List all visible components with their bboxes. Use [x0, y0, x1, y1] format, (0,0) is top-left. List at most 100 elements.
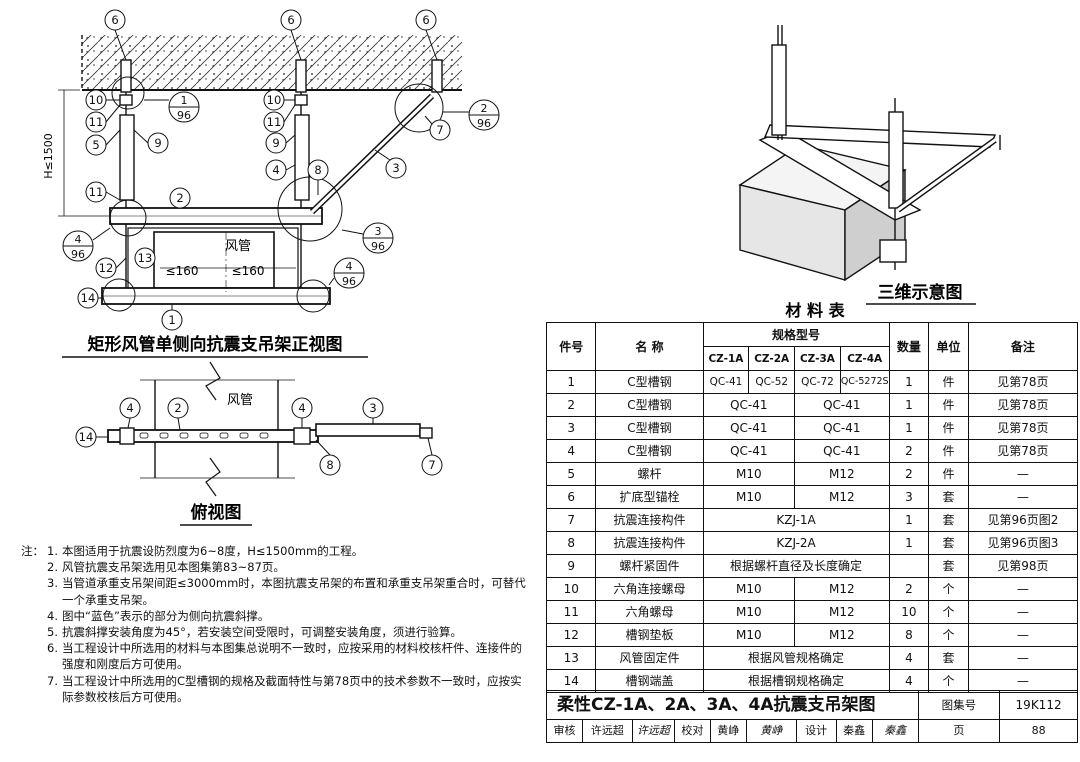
cell-no: 12 [545, 623, 597, 647]
cell-spec: QC-52 [748, 370, 796, 394]
cell-no: 11 [545, 600, 597, 624]
title-block: 柔性CZ-1A、2A、3A、4A抗震支吊架图 图集号 19K112 审核 许远超… [546, 690, 1078, 743]
front-callouts [77, 9, 451, 331]
cell-qty: 1 [888, 508, 930, 532]
table-row: 8 抗震连接构件 KZJ-2A 1 套 见第96页图3 [545, 531, 1079, 555]
ref3-bot: 96 [371, 240, 385, 253]
cell-qty: 1 [888, 393, 930, 417]
callout-8a: 8 [314, 163, 321, 177]
cell-name: 扩底型锚栓 [595, 485, 704, 509]
cell-unit: 套 [928, 485, 969, 509]
cell-name: C型槽钢 [595, 439, 704, 463]
cell-qty: 2 [888, 439, 930, 463]
ref1-top: 1 [181, 94, 188, 107]
cell-no: 8 [545, 531, 597, 555]
notes-lead: 注： [21, 544, 44, 558]
duct [127, 227, 299, 291]
cell-name: 抗震连接构件 [595, 508, 704, 532]
cell-unit: 套 [928, 554, 969, 578]
cell-spec: QC-5272S [839, 370, 890, 394]
iso-view [738, 25, 1001, 282]
cell-no: 1 [545, 370, 597, 394]
cell-remark: — [967, 462, 1079, 486]
cell-spec: QC-41 [702, 370, 750, 394]
callout-12a: 12 [99, 261, 114, 275]
table-row: 5 螺杆 M10 M12 2 件 — [545, 462, 1079, 486]
callout-6b: 6 [287, 13, 294, 27]
cell-name: 风管固定件 [595, 646, 704, 670]
dim-right: ≤160 [232, 264, 265, 278]
hdr-unit: 单位 [928, 322, 969, 371]
callout-4b: 4 [126, 401, 133, 415]
note-3: 当管道承重支吊架间距≤3000mm时，本图抗震支吊架的布置和承重支吊架重合时，可… [62, 576, 526, 607]
cell-spec: QC-41 [702, 416, 796, 440]
cell-qty: 2 [888, 577, 930, 601]
table-row: 3 C型槽钢 QC-41 QC-41 1 件 见第78页 [545, 416, 1079, 440]
cell-unit: 件 [928, 439, 969, 463]
detail-ref-labels: 1 96 2 96 3 96 4 96 4 96 [71, 94, 491, 288]
cell-name: 螺杆紧固件 [595, 554, 704, 578]
atlas-number: 19K112 [999, 690, 1078, 720]
cell-spec: QC-41 [794, 416, 890, 440]
cell-spec: 根据风管规格确定 [702, 646, 890, 670]
note-2: 风管抗震支吊架选用见本图集第83~87页。 [62, 560, 285, 575]
note-3-num: 3. [47, 576, 58, 591]
table-row: 14 槽钢端盖 根据槽钢规格确定 4 个 — [545, 669, 1079, 693]
callout-1a: 1 [168, 313, 175, 327]
cell-name: C型槽钢 [595, 393, 704, 417]
cell-no: 7 [545, 508, 597, 532]
callout-7a: 7 [436, 123, 443, 137]
cell-name: C型槽钢 [595, 416, 704, 440]
callout-14b: 14 [79, 430, 94, 444]
cell-spec: 根据螺杆直径及长度确定 [702, 554, 890, 578]
note-5-num: 5. [47, 625, 58, 640]
cell-qty: 1 [888, 416, 930, 440]
top-view [107, 361, 433, 497]
cell-no: 4 [545, 439, 597, 463]
callout-13a: 13 [138, 251, 153, 265]
callout-3a: 3 [392, 161, 399, 175]
cell-name: 槽钢垫板 [595, 623, 704, 647]
cell-no: 2 [545, 393, 597, 417]
cell-spec: M12 [794, 577, 890, 601]
cell-no: 10 [545, 577, 597, 601]
cell-remark: — [967, 646, 1079, 670]
cell-spec: M12 [794, 600, 890, 624]
cell-spec: QC-41 [702, 439, 796, 463]
note-4: 图中“蓝色”表示的部分为侧向抗震斜撑。 [62, 608, 270, 623]
cell-remark: — [967, 485, 1079, 509]
callout-2b: 2 [174, 401, 181, 415]
ceiling-slab [82, 35, 462, 90]
table-row: 6 扩底型锚栓 M10 M12 3 套 — [545, 485, 1079, 509]
cell-spec: M10 [702, 462, 796, 486]
cell-no: 3 [545, 416, 597, 440]
cell-qty: 3 [888, 485, 930, 509]
table-row: 4 C型槽钢 QC-41 QC-41 2 件 见第78页 [545, 439, 1079, 463]
review-label: 审核 [546, 719, 583, 743]
cell-remark: 见第78页 [967, 416, 1079, 440]
callout-4a: 4 [272, 163, 279, 177]
cell-spec: QC-41 [702, 393, 796, 417]
cell-qty: 8 [888, 623, 930, 647]
height-label: H≤1500 [42, 133, 55, 178]
top-callout-labels: 4 2 4 3 14 8 7 [79, 401, 436, 472]
cell-unit: 件 [928, 462, 969, 486]
callout-9a: 9 [154, 136, 161, 150]
callout-7b: 7 [428, 458, 435, 472]
cell-name: 六角连接螺母 [595, 577, 704, 601]
cell-unit: 件 [928, 370, 969, 394]
cell-spec: QC-41 [794, 439, 890, 463]
ref4b-bot: 96 [342, 275, 356, 288]
callout-10b: 10 [267, 93, 282, 107]
ref3-top: 3 [375, 225, 382, 238]
callout-4c: 4 [298, 401, 305, 415]
note-5: 抗震斜撑安装角度为45°，若安装空间受限时，可调整安装角度，须进行验算。 [62, 625, 462, 640]
note-1: 本图适用于抗震设防烈度为6~8度，H≤1500mm的工程。 [62, 544, 364, 558]
callout-9b: 9 [272, 136, 279, 150]
table-row: 9 螺杆紧固件 根据螺杆直径及长度确定 套 见第98页 [545, 554, 1079, 578]
note-6-num: 6. [47, 641, 58, 656]
hdr-no: 件号 [545, 322, 597, 371]
callout-6c: 6 [422, 13, 429, 27]
callout-14a: 14 [81, 291, 96, 305]
